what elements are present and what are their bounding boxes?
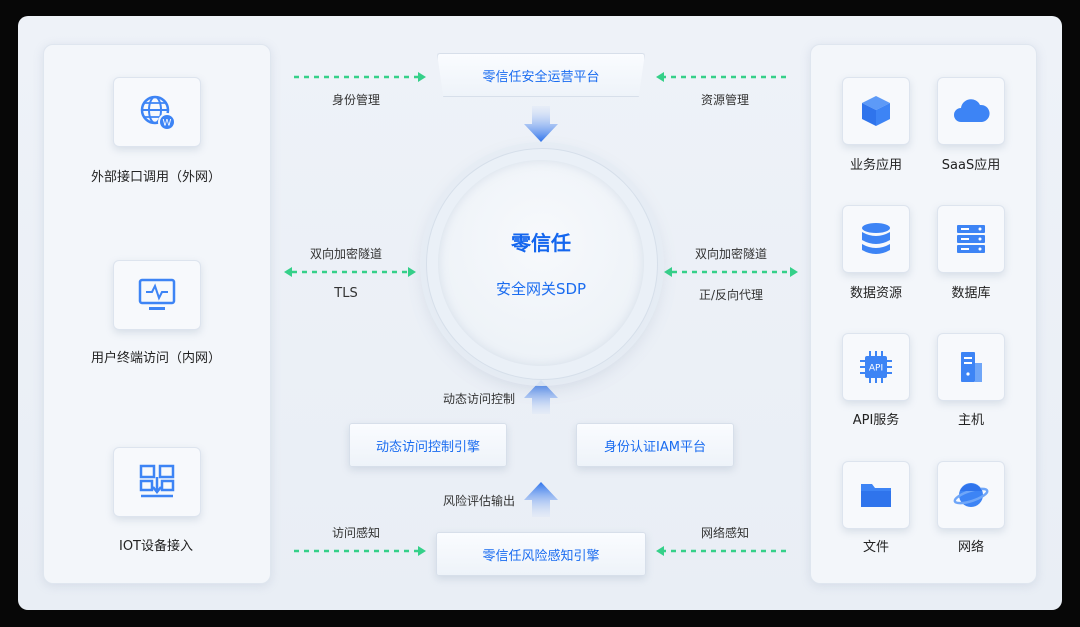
- data-resource-tile[interactable]: [842, 205, 910, 273]
- risk-engine-bar[interactable]: 零信任风险感知引擎: [436, 532, 646, 576]
- arrow-tunnel-left: [284, 267, 416, 277]
- api-service-tile[interactable]: API: [842, 333, 910, 401]
- user-terminal-tile[interactable]: [113, 260, 201, 330]
- identity-mgmt-label: 身份管理: [331, 93, 381, 107]
- saas-app-label: SaaS应用: [941, 158, 1001, 173]
- core-subtitle: 安全网关SDP: [495, 280, 587, 298]
- risk-output-label: 风险评估输出: [442, 494, 516, 508]
- iot-device-tile[interactable]: [113, 447, 201, 517]
- saas-app-tile[interactable]: [937, 77, 1005, 145]
- data-resource-label: 数据资源: [849, 286, 903, 301]
- arrow-control-up: [524, 380, 558, 414]
- user-terminal-label: 用户终端访问（内网）: [90, 351, 222, 366]
- planet-icon: [953, 483, 989, 507]
- arrow-risk-up: [524, 482, 558, 517]
- api-chip-icon: API: [860, 351, 892, 383]
- arrow-resource-mgmt: [656, 72, 786, 82]
- arrow-ops-down: [524, 106, 558, 142]
- tls-label: TLS: [334, 286, 358, 301]
- host-icon: [961, 352, 982, 382]
- network-sense-label: 网络感知: [700, 526, 750, 540]
- arrow-access-sense: [294, 546, 426, 556]
- cube-icon: [862, 96, 890, 126]
- server-icon: [957, 225, 985, 253]
- tunnel-right-label: 双向加密隧道: [694, 247, 768, 261]
- host-label: 主机: [957, 413, 985, 428]
- proxy-label: 正/反向代理: [698, 288, 764, 302]
- network-tile[interactable]: [937, 461, 1005, 529]
- iam-platform-label: 身份认证IAM平台: [604, 439, 706, 455]
- ops-platform-label: 零信任安全运营平台: [482, 69, 600, 85]
- tunnel-left-label: 双向加密隧道: [309, 247, 383, 261]
- dynamic-control-engine-label: 动态访问控制引擎: [375, 439, 480, 455]
- svg-text:W: W: [163, 119, 172, 129]
- database-label: 数据库: [951, 286, 991, 301]
- dynamic-control-engine-bar[interactable]: 动态访问控制引擎: [349, 423, 507, 467]
- database-tile[interactable]: [937, 205, 1005, 273]
- core-title: 零信任: [511, 231, 571, 255]
- cloud-icon: [954, 99, 990, 122]
- external-api-label: 外部接口调用（外网）: [90, 170, 222, 185]
- iam-platform-bar[interactable]: 身份认证IAM平台: [576, 423, 734, 467]
- arrow-identity-mgmt: [294, 72, 426, 82]
- arrow-network-sense: [656, 546, 786, 556]
- external-api-tile[interactable]: W: [113, 77, 201, 147]
- arrow-tunnel-right: [664, 267, 798, 277]
- business-app-label: 业务应用: [849, 158, 903, 173]
- api-service-label: API服务: [852, 413, 900, 428]
- monitor-icon: [138, 278, 176, 310]
- risk-engine-label: 零信任风险感知引擎: [482, 548, 600, 564]
- api-chip-text: API: [869, 364, 883, 374]
- business-app-tile[interactable]: [842, 77, 910, 145]
- database-icon: [862, 223, 890, 254]
- host-tile[interactable]: [937, 333, 1005, 401]
- resource-mgmt-label: 资源管理: [700, 93, 750, 107]
- access-sense-label: 访问感知: [331, 526, 381, 540]
- file-label: 文件: [862, 540, 890, 555]
- network-label: 网络: [957, 540, 985, 555]
- file-tile[interactable]: [842, 461, 910, 529]
- core-gateway-circle[interactable]: [438, 160, 644, 366]
- iot-device-label: IOT设备接入: [118, 539, 194, 554]
- dynamic-control-label: 动态访问控制: [442, 392, 516, 406]
- globe-icon: W: [140, 95, 176, 131]
- ops-platform-bar[interactable]: 零信任安全运营平台: [437, 53, 645, 97]
- folder-icon: [861, 484, 891, 507]
- iot-device-icon: [139, 464, 175, 498]
